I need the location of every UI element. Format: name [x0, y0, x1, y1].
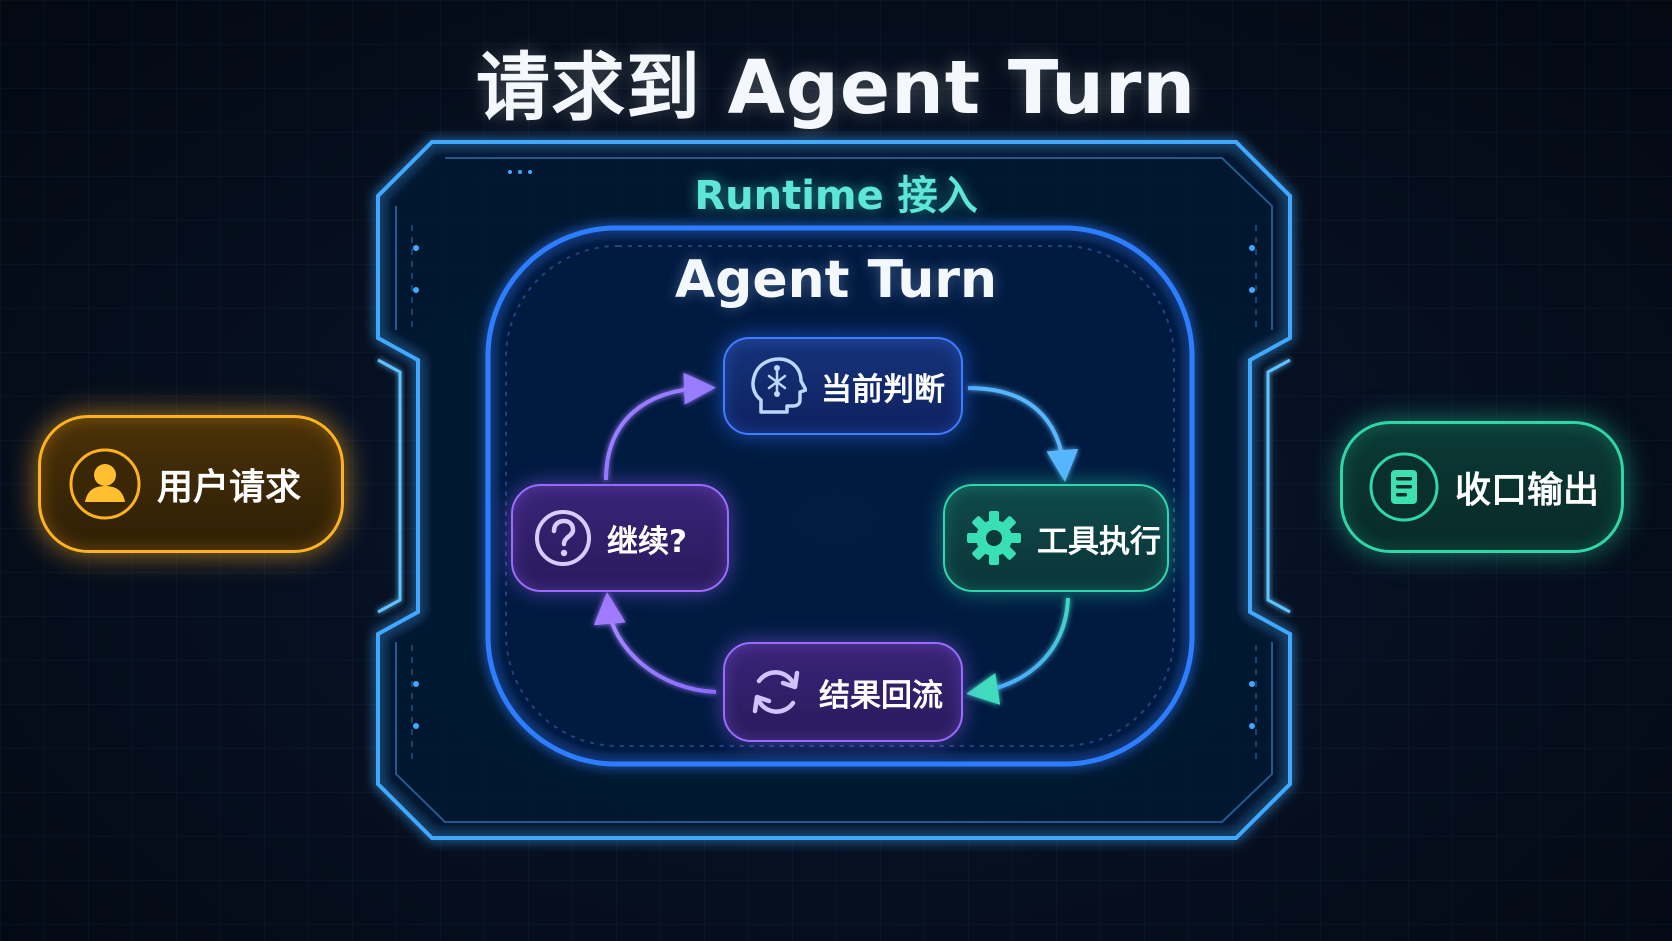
agent-turn-frame: [485, 225, 1195, 767]
node-final-output-label: 收口输出: [1455, 470, 1600, 511]
question-icon: [533, 508, 593, 568]
runtime-label: Runtime 接入: [694, 173, 978, 219]
document-list-icon: [1367, 450, 1441, 524]
frame-dots: [413, 170, 1255, 729]
arrow-continue-to-judge: [604, 372, 716, 481]
node-user-request: 用户请求: [38, 415, 344, 553]
user-icon: [67, 446, 143, 522]
runtime-frame-accent-line: [411, 225, 1257, 760]
node-current-judgment: 当前判断: [723, 337, 963, 435]
arrow-result-to-continue: [593, 592, 717, 694]
node-final-output: 收口输出: [1340, 421, 1624, 553]
runtime-frame-inner-line: [395, 157, 1273, 823]
node-continue-decision: 继续?: [511, 484, 729, 592]
refresh-icon: [747, 663, 805, 721]
gear-icon: [965, 509, 1023, 567]
node-user-request-label: 用户请求: [157, 467, 302, 508]
node-result-return-label: 结果回流: [819, 677, 943, 714]
brain-head-icon: [747, 354, 807, 418]
node-continue-decision-label: 继续?: [607, 523, 687, 560]
node-tool-execution-label: 工具执行: [1037, 523, 1161, 560]
arrow-tool-to-result: [966, 597, 1070, 705]
node-current-judgment-label: 当前判断: [821, 371, 945, 408]
agent-turn-label: Agent Turn: [674, 250, 998, 310]
arrow-judge-to-tool: [967, 386, 1079, 482]
node-result-return: 结果回流: [723, 642, 963, 742]
agent-turn-frame-inner: [505, 245, 1175, 747]
page-title: 请求到 Agent Turn: [475, 45, 1197, 131]
node-tool-execution: 工具执行: [943, 484, 1169, 592]
